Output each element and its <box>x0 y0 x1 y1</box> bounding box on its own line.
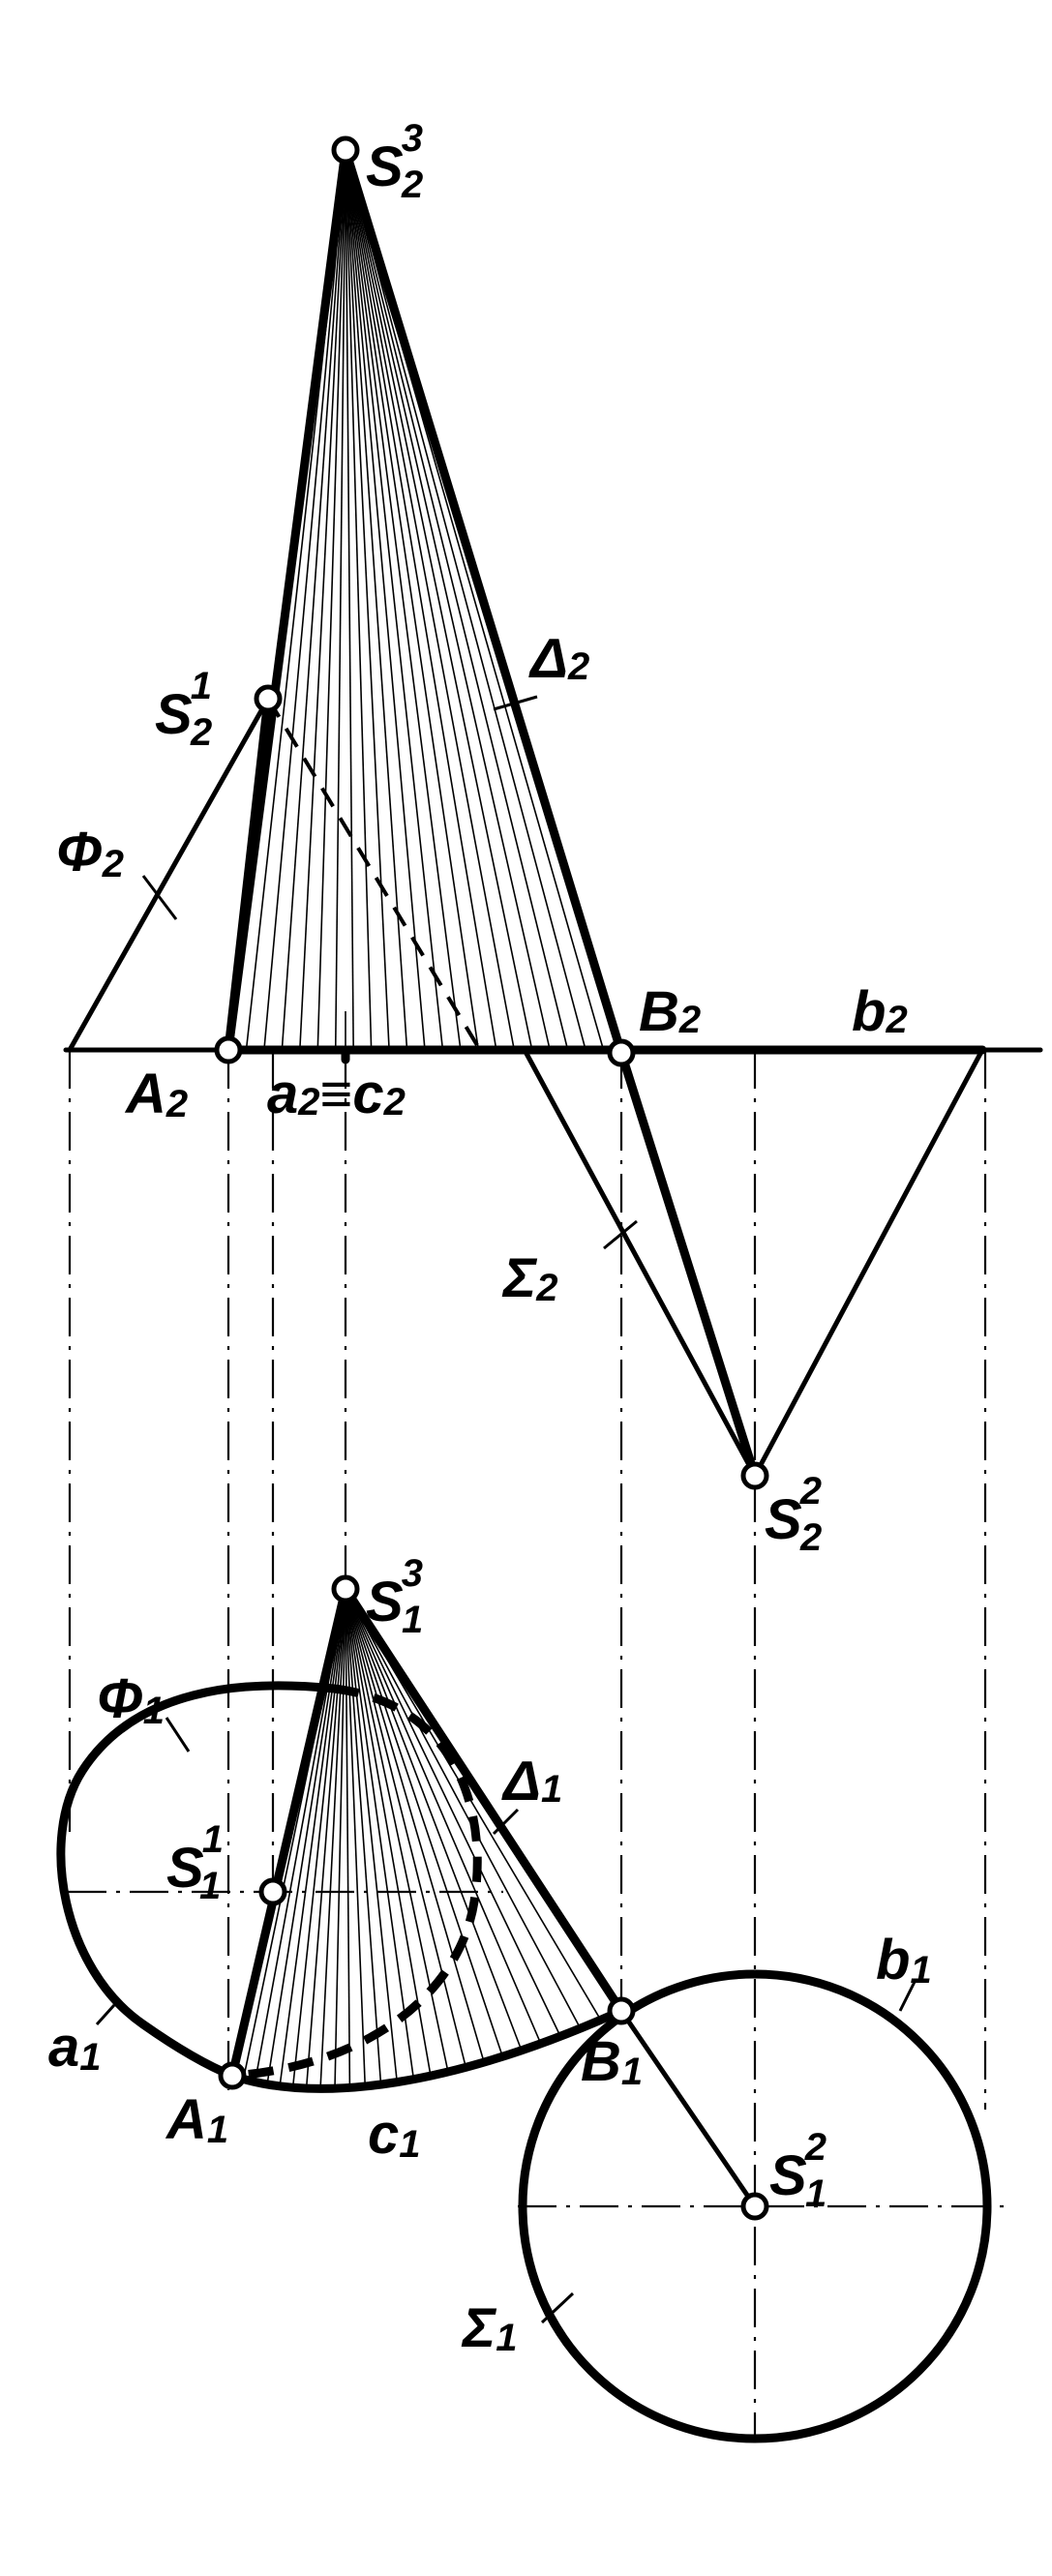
delta2-generator-line <box>345 149 390 1051</box>
delta2-generator-line <box>345 149 551 1051</box>
label-a2-c2: a2≡c2 <box>267 1063 406 1125</box>
delta2-generator-line <box>345 149 497 1051</box>
delta2-generator-line <box>345 149 569 1051</box>
point-s1-1 <box>258 1877 287 1906</box>
delta2-generator-line <box>345 149 426 1051</box>
leader-a1 <box>95 2003 116 2026</box>
c1-curve <box>227 2006 626 2093</box>
label-b2-line: b2 <box>852 980 908 1043</box>
delta1-generator-line <box>266 1588 346 2085</box>
delta1-generator-line <box>345 1588 415 2080</box>
label-phi2: Φ2 <box>56 821 124 885</box>
point-s2-2 <box>740 1461 769 1490</box>
sigma2-left-edge <box>522 1047 758 1479</box>
label-b1-line: b1 <box>876 1929 932 1992</box>
delta2-generator-line <box>316 149 346 1051</box>
label-sigma2: Σ2 <box>501 1246 558 1309</box>
delta2-generator-line <box>345 149 354 1051</box>
point-s1-2 <box>740 2192 769 2221</box>
delta2-generator-line <box>345 149 444 1051</box>
delta1-generator-line <box>345 1588 542 2045</box>
delta1-generator-line <box>319 1588 346 2089</box>
front-view <box>63 135 1043 1490</box>
delta2-generator-line <box>299 149 346 1051</box>
point-a2 <box>214 1035 243 1064</box>
label-a2: A2 <box>124 1063 188 1125</box>
point-b1 <box>607 1996 636 2025</box>
delta2-generator-line <box>345 149 462 1051</box>
label-phi1: Φ1 <box>97 1667 165 1732</box>
delta1-generator-line <box>345 1588 367 2086</box>
delta2-generator-line <box>345 149 516 1051</box>
delta1-generator-line <box>291 1588 346 2088</box>
delta2-generator-line <box>345 149 480 1051</box>
leader-b1 <box>898 1981 917 2012</box>
delta1-generator-line <box>345 1588 382 2085</box>
leader-delta1 <box>492 1808 520 1836</box>
delta2-generator-line <box>281 149 346 1051</box>
phi1-hidden-arc <box>231 1684 482 2081</box>
delta1-generator-line <box>345 1588 399 2082</box>
leader-delta2 <box>493 695 538 711</box>
label-b1-point: B1 <box>581 2030 643 2093</box>
delta1-generator-line <box>345 1588 582 2029</box>
delta1-generator-line <box>305 1588 346 2089</box>
delta1-generator-line <box>345 1588 432 2077</box>
delta2-generator-line <box>263 149 346 1051</box>
label-sigma1: Σ1 <box>461 2296 518 2359</box>
delta1-generator-line <box>334 1588 346 2089</box>
delta2-generator-line <box>345 149 408 1051</box>
projection-lines <box>68 1011 1011 2439</box>
delta2-generator-line <box>345 149 586 1051</box>
delta1-generator-line <box>345 1588 561 2037</box>
label-a1: a1 <box>48 2016 102 2079</box>
delta2-generator-line <box>345 149 373 1051</box>
leader-sigma1 <box>540 2291 575 2324</box>
leader-sigma2 <box>603 1219 638 1250</box>
delta2-left-edge <box>224 145 350 1055</box>
top-view <box>56 1574 992 2443</box>
label-c1: c1 <box>368 2103 421 2166</box>
delta1-generator-line <box>345 1588 504 2057</box>
delta1-generator-line <box>345 1588 467 2068</box>
delta1-left-edge <box>227 1584 350 2081</box>
sigma2-right-edge <box>752 1047 985 1479</box>
label-delta1: Δ1 <box>501 1750 562 1812</box>
label-a1-point: A1 <box>165 2088 228 2151</box>
delta1-generator-line <box>345 1588 523 2052</box>
point-b2 <box>607 1038 636 1067</box>
point-a1 <box>218 2061 247 2090</box>
sigma1-circle <box>518 1969 992 2443</box>
point-s1-3 <box>331 1574 360 1603</box>
delta1-generators <box>242 1588 602 2089</box>
delta1-generator-line <box>345 1588 485 2063</box>
delta1-generator-line <box>345 1588 351 2088</box>
delta2-generators <box>245 149 605 1051</box>
delta1-generator-line <box>279 1588 346 2086</box>
delta2-right-edge <box>341 145 626 1058</box>
label-b2-point: B2 <box>639 980 701 1043</box>
point-s2-1 <box>254 684 283 713</box>
delta1-right-edge <box>341 1584 626 2016</box>
phi1-visible-arc <box>56 1681 339 2081</box>
point-s2-3 <box>331 135 360 165</box>
label-delta2: Δ2 <box>528 627 589 690</box>
sigma2-b-edge <box>616 1048 760 1481</box>
leader-phi2 <box>141 875 178 920</box>
delta2-generator-line <box>334 149 346 1051</box>
delta2-generator-line <box>345 149 533 1051</box>
b1-to-s1-2 <box>618 2008 758 2209</box>
phi2-left-edge <box>67 696 271 1053</box>
leader-phi1 <box>165 1717 191 1752</box>
